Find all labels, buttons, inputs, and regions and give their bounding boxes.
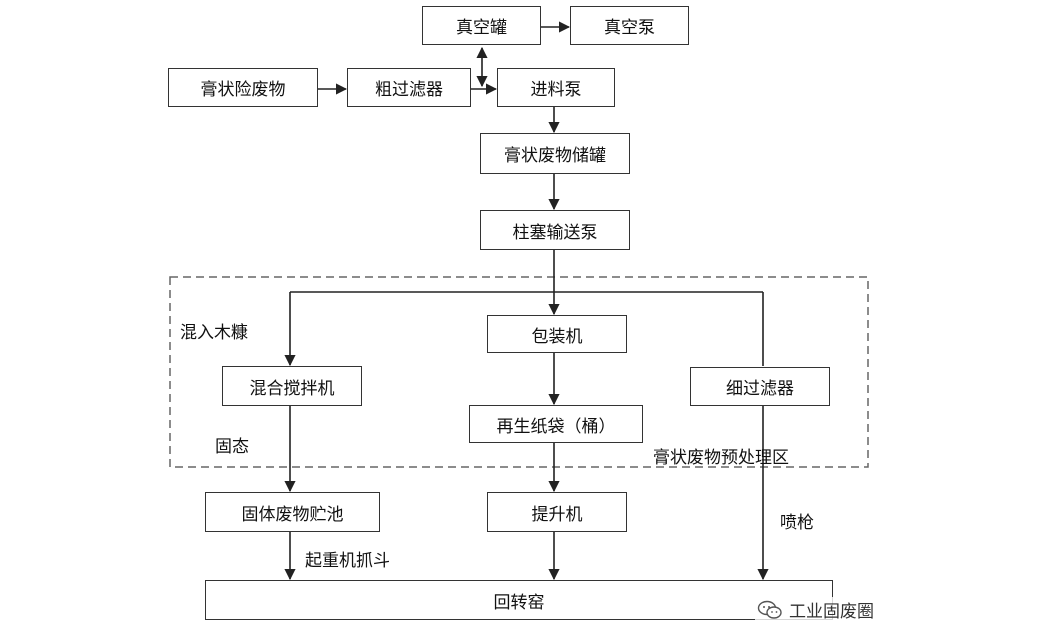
watermark: 工业固废圈 xyxy=(755,597,876,622)
label-pretreatment-zone: 膏状废物预处理区 xyxy=(653,448,789,468)
node-hoist: 提升机 xyxy=(487,492,627,532)
node-vacuum-tank: 真空罐 xyxy=(422,6,541,45)
node-vacuum-pump: 真空泵 xyxy=(570,6,689,45)
node-packing-machine: 包装机 xyxy=(487,315,627,353)
label-mix-sawdust: 混入木糠 xyxy=(180,323,248,343)
label-crane-grab: 起重机抓斗 xyxy=(305,551,390,571)
node-plunger-pump: 柱塞输送泵 xyxy=(480,210,630,250)
label-solid-state: 固态 xyxy=(215,437,249,457)
node-paste-storage-tank: 膏状废物储罐 xyxy=(480,133,630,174)
watermark-text: 工业固废圈 xyxy=(789,602,874,622)
label-spray-gun: 喷枪 xyxy=(780,513,814,533)
node-mix-stirrer: 混合搅拌机 xyxy=(222,366,362,406)
node-paste-waste: 膏状险废物 xyxy=(168,68,318,107)
node-rotary-kiln: 回转窑 xyxy=(205,580,833,620)
wechat-icon xyxy=(757,600,782,619)
node-coarse-filter: 粗过滤器 xyxy=(347,68,471,107)
node-paper-bag: 再生纸袋（桶） xyxy=(469,405,643,443)
node-fine-filter: 细过滤器 xyxy=(690,367,830,406)
connectors xyxy=(284,21,769,581)
node-solid-waste-pit: 固体废物贮池 xyxy=(205,492,380,532)
node-feed-pump: 进料泵 xyxy=(497,68,615,107)
pretreatment-region xyxy=(169,276,869,468)
